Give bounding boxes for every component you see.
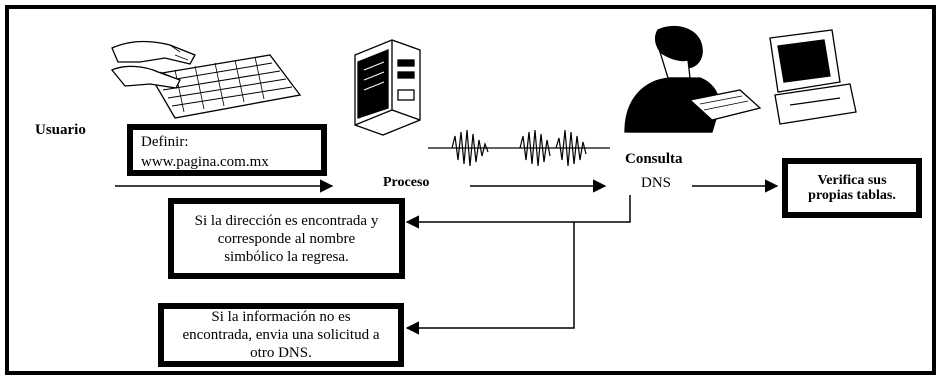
dns-label: DNS <box>641 174 671 192</box>
found-box: Si la dirección es encontrada y correspo… <box>168 198 405 279</box>
found-text: Si la dirección es encontrada y correspo… <box>192 212 381 266</box>
consulta-label: Consulta <box>625 150 683 168</box>
verifica-box: Verifica sus propias tablas. <box>782 158 922 218</box>
waveform-icon <box>428 130 610 166</box>
definir-title: Definir: <box>141 132 313 152</box>
usuario-label: Usuario <box>35 121 86 139</box>
not-found-text: Si la información no es encontrada, envi… <box>178 308 384 362</box>
definir-box: Definir: www.pagina.com.mx <box>127 124 327 176</box>
proceso-label: Proceso <box>383 175 429 192</box>
verifica-text: Verifica sus propias tablas. <box>802 173 902 203</box>
operator-at-computer-icon <box>625 27 856 132</box>
not-found-box: Si la información no es encontrada, envi… <box>158 303 404 367</box>
computer-tower-icon <box>355 40 420 135</box>
keyboard-hands-icon <box>112 42 300 118</box>
definir-url: www.pagina.com.mx <box>141 152 313 172</box>
